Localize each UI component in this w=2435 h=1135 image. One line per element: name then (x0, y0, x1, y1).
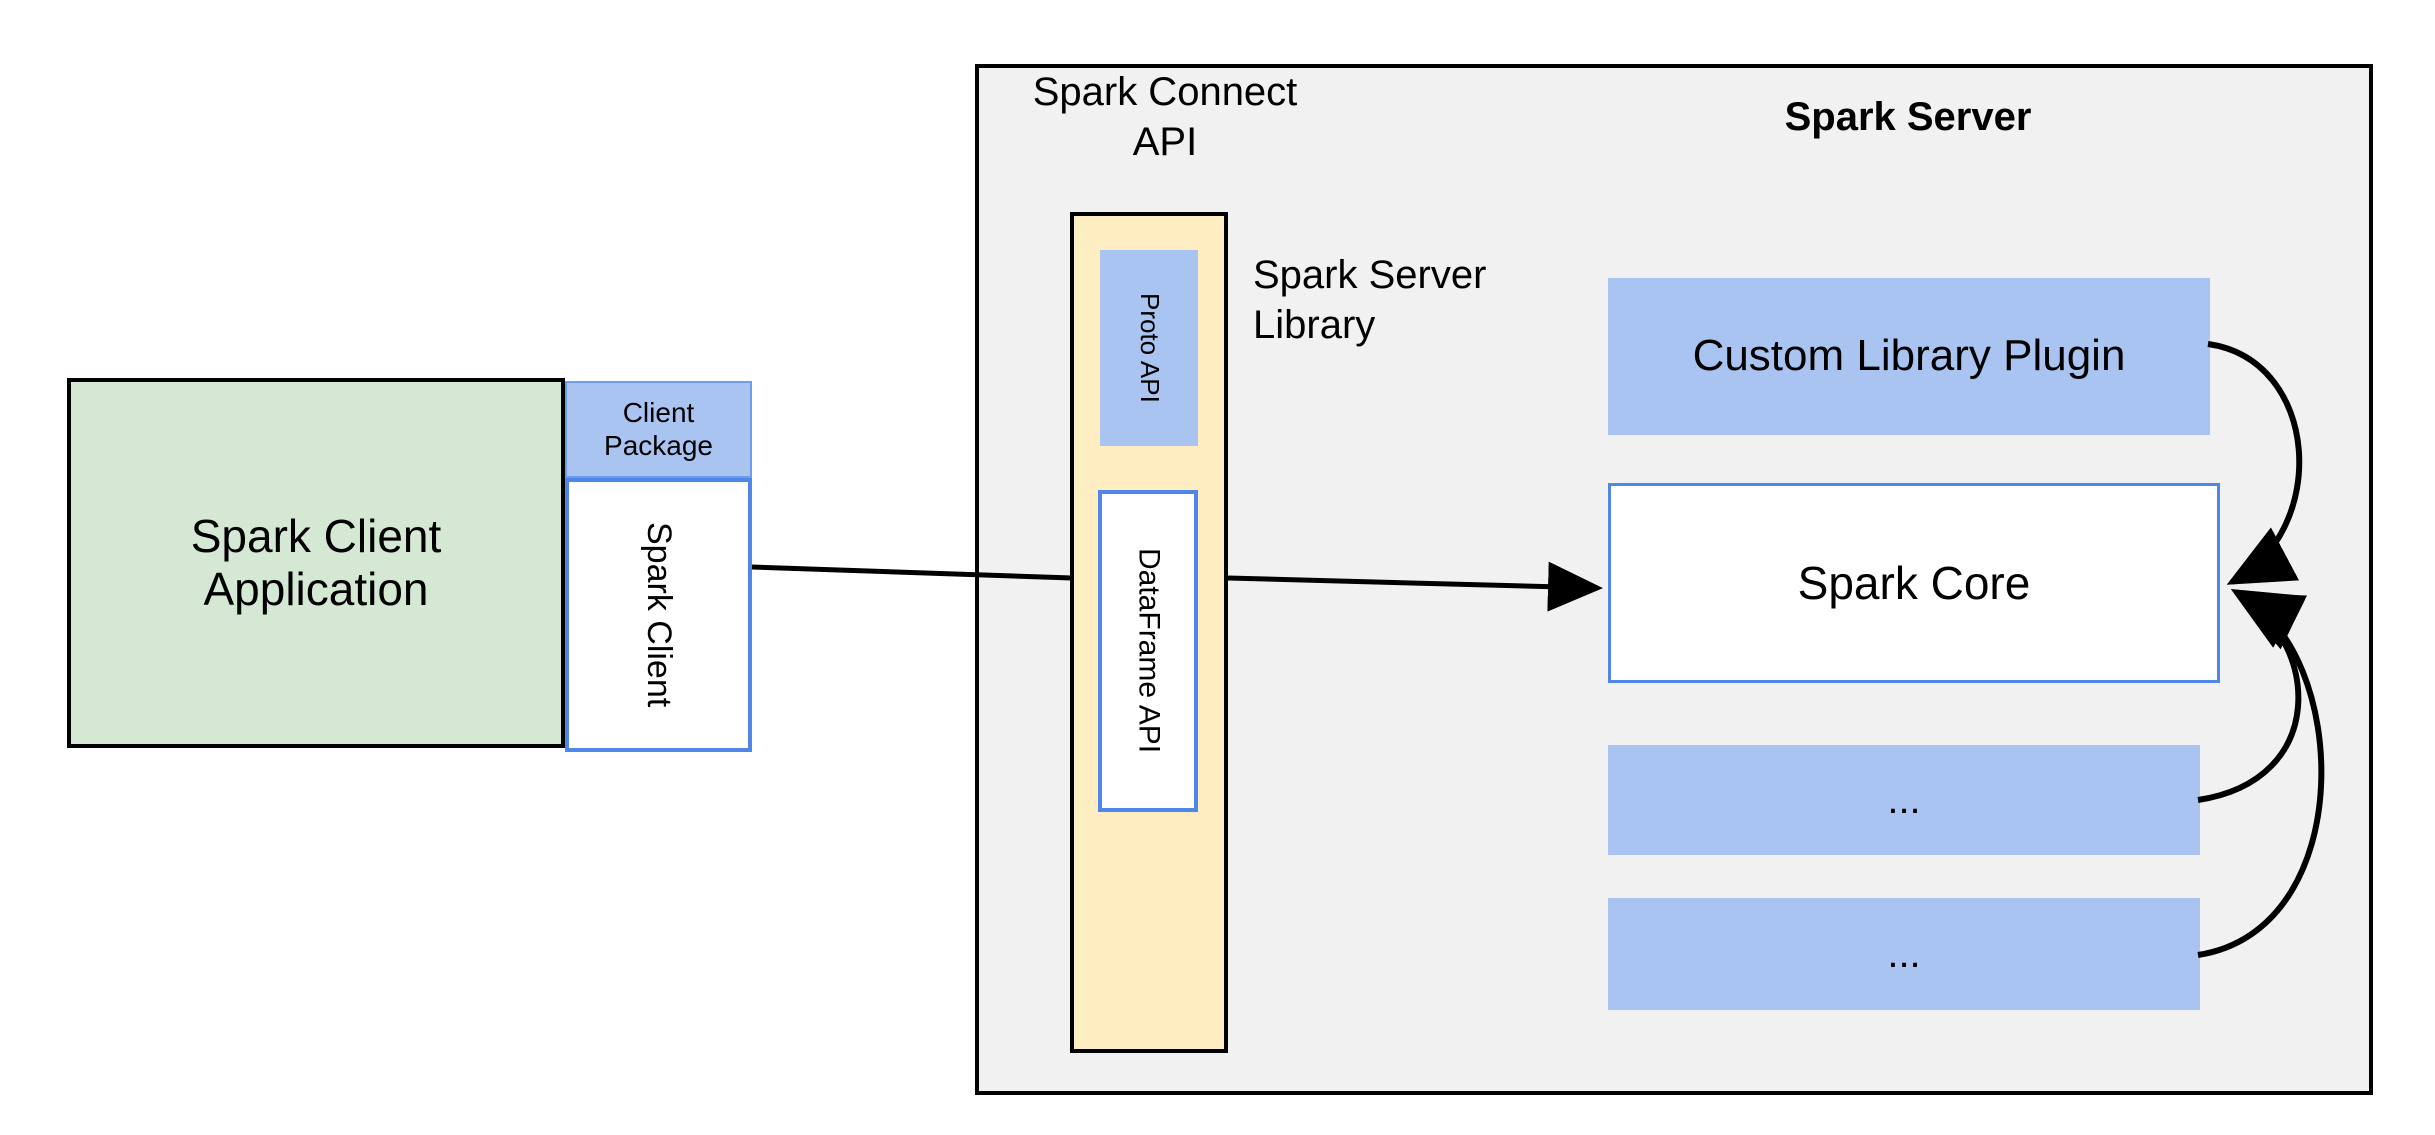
spark-server-title: Spark Server (1784, 95, 2032, 139)
additional-plugin-box-2[interactable]: ... (1608, 898, 2200, 1010)
additional-plugin-label-2: ... (1887, 932, 1921, 976)
spark-client-box[interactable]: Spark Client (565, 478, 752, 752)
spark-core-label: Spark Core (1797, 556, 2031, 609)
proto-api-label: Proto API (1134, 293, 1165, 403)
additional-plugin-box-1[interactable]: ... (1608, 745, 2200, 855)
spark-connect-api-label: Spark Connect API (1032, 70, 1298, 164)
client-package-label: Client Package (604, 397, 713, 461)
custom-library-plugin-label: Custom Library Plugin (1692, 331, 2126, 381)
custom-library-plugin-box[interactable]: Custom Library Plugin (1608, 278, 2210, 435)
additional-plugin-label-1: ... (1887, 778, 1921, 822)
spark-client-label: Spark Client (640, 522, 679, 708)
proto-api-box[interactable]: Proto API (1100, 250, 1198, 446)
spark-client-application-box[interactable]: Spark Client Application (67, 378, 565, 748)
dataframe-api-label: DataFrame API (1132, 548, 1166, 754)
spark-server-library-label: Spark Server Library (1253, 253, 1487, 347)
spark-core-box[interactable]: Spark Core (1608, 483, 2220, 683)
spark-client-application-label: Spark Client Application (190, 510, 442, 615)
dataframe-api-box[interactable]: DataFrame API (1098, 490, 1198, 812)
client-package-box[interactable]: Client Package (565, 381, 752, 478)
